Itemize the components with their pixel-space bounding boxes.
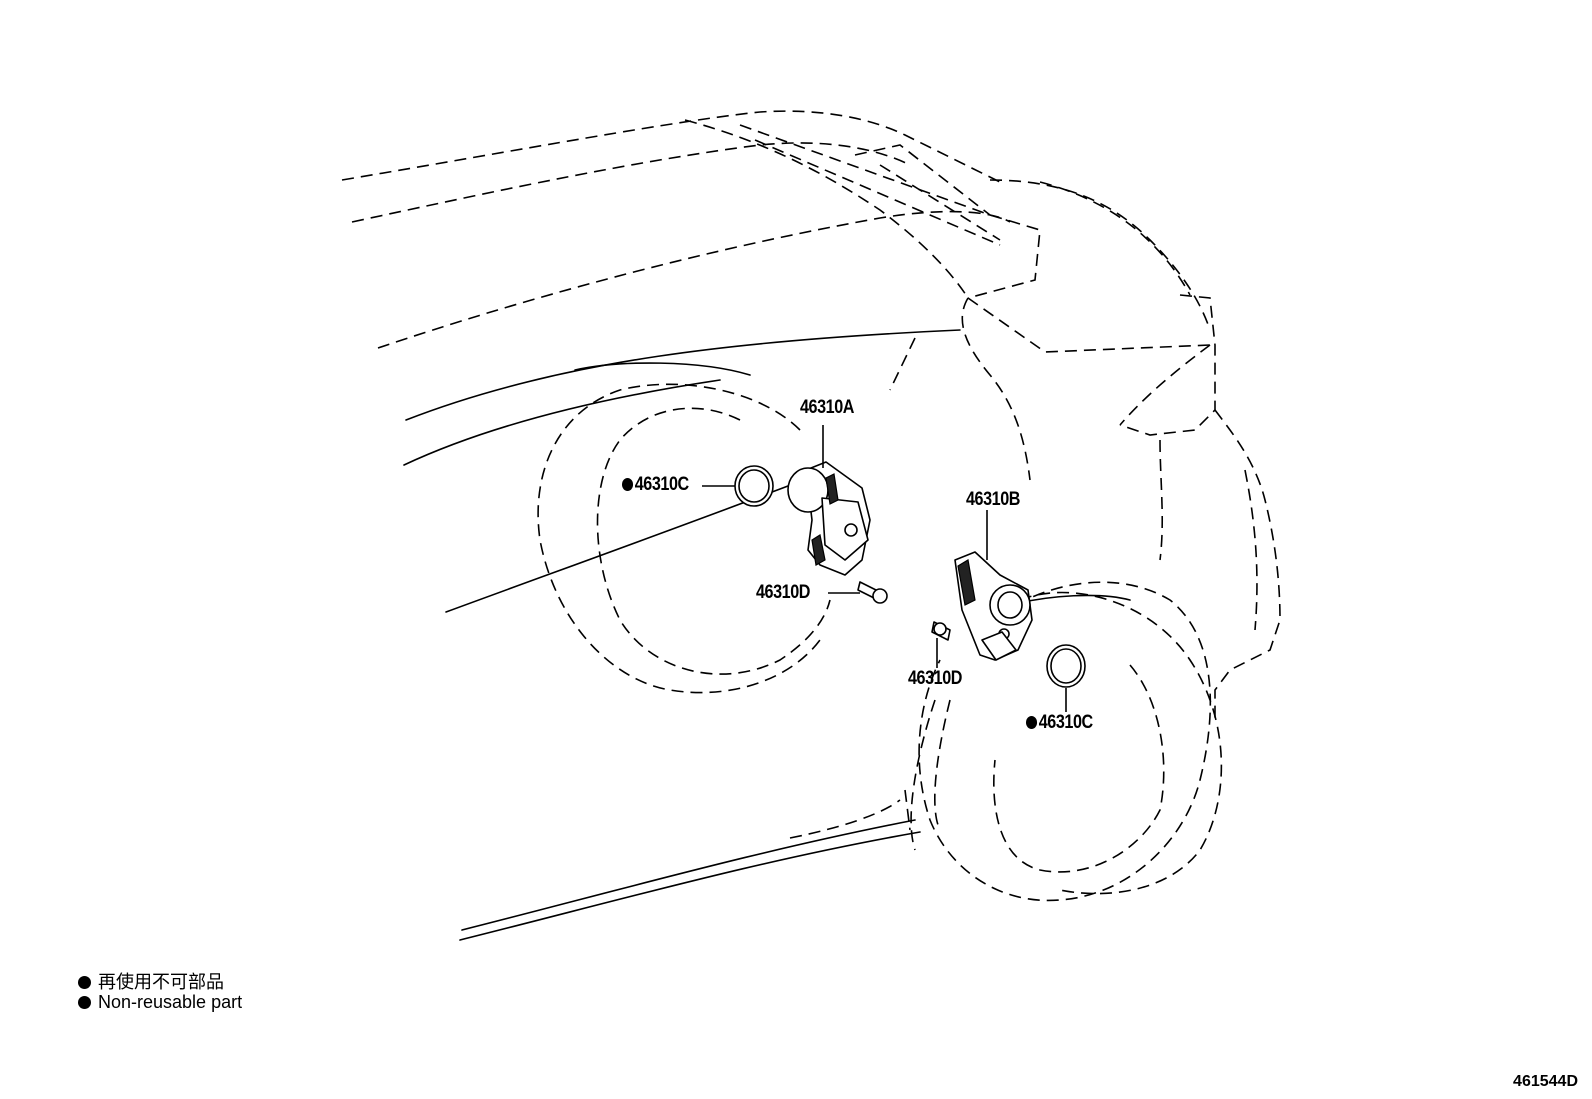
callout-46310a: 46310A [800,397,855,418]
bolt-d-right [931,621,951,668]
legend-jp-text: 再使用不可部品 [98,972,224,992]
rear-wheel-outline [459,581,1223,941]
callout-46310c-left-text: 46310C [634,474,689,495]
cover-left-inner [738,469,770,503]
motor-assembly-a [787,425,871,576]
non-reusable-dot-icon [1026,716,1038,729]
non-reusable-dot-icon [78,976,91,989]
cover-right-inner [1050,648,1082,684]
callout-46310c-right-text: 46310C [1038,712,1093,733]
front-wheel-outline [403,329,961,694]
non-reusable-dot-icon [78,996,91,1009]
legend-line-en: Non-reusable part [78,992,242,1013]
drawing-number: 461544D [1513,1073,1578,1090]
callout-46310b: 46310B [966,489,1021,510]
legend-en-text: Non-reusable part [98,992,243,1012]
non-reusable-dot-icon [622,478,634,491]
callout-46310c-left: 46310C [622,474,689,496]
callout-46310d-right: 46310D [908,668,963,689]
vehicle-body-outline [341,110,1281,720]
callout-46310c-right: 46310C [1026,712,1093,734]
legend-line-jp: 再使用不可部品 [78,968,224,994]
bolt-d-left [828,581,888,604]
callout-46310d-left: 46310D [756,582,811,603]
motor-assembly-b [954,510,1033,661]
